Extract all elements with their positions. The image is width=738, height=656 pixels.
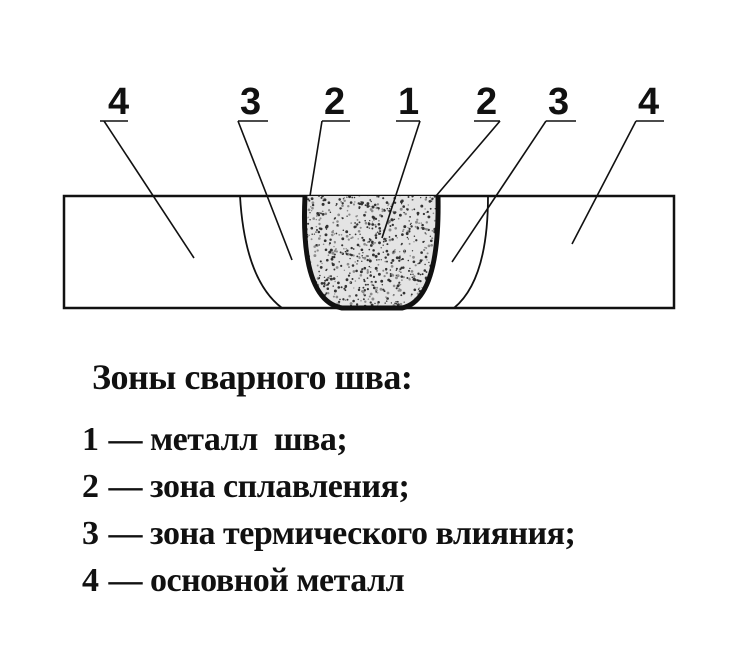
zone-label-3-left: 3 — [240, 81, 261, 123]
leader-3-left — [237, 120, 293, 261]
legend-item-3: 3—зона термического влияния; — [82, 515, 576, 553]
legend-number: 3 — [82, 515, 99, 552]
legend-text: зона сплавления; — [150, 468, 410, 505]
zone-label-4-right: 4 — [638, 81, 659, 123]
zone-label-2-right: 2 — [476, 81, 497, 123]
leader-lines — [100, 120, 664, 263]
legend-text: металл шва; — [150, 421, 348, 458]
leader-4-right — [571, 120, 637, 245]
legend-text: зона термического влияния; — [150, 515, 576, 552]
legend-number: 4 — [82, 562, 99, 599]
leader-2-left — [309, 120, 323, 197]
leader-2-right — [435, 120, 501, 197]
weld-metal — [304, 196, 439, 308]
zone-label-3-right: 3 — [548, 81, 569, 123]
legend-text: основной металл — [150, 562, 405, 599]
legend-dash: — — [108, 421, 143, 458]
zone-label-4-left: 4 — [108, 81, 129, 123]
legend-item-4: 4—основной металл — [82, 562, 405, 600]
legend-number: 2 — [82, 468, 99, 505]
legend-item-2: 2—зона сплавления; — [82, 468, 410, 506]
leader-4-left — [103, 120, 195, 259]
haz-boundary-right — [453, 195, 489, 309]
legend-dash: — — [108, 515, 143, 552]
zone-label-1: 1 — [398, 81, 419, 123]
legend-item-1: 1—металл шва; — [82, 421, 348, 459]
legend-number: 1 — [82, 421, 99, 458]
haz-boundary-left — [239, 195, 283, 309]
leader-1 — [381, 120, 421, 239]
legend-title: Зоны сварного шва: — [92, 357, 413, 397]
legend-dash: — — [108, 468, 143, 505]
fusion-line — [301, 195, 441, 311]
zone-label-2-left: 2 — [324, 81, 345, 123]
leader-3-right — [451, 120, 547, 263]
legend-dash: — — [108, 562, 143, 599]
